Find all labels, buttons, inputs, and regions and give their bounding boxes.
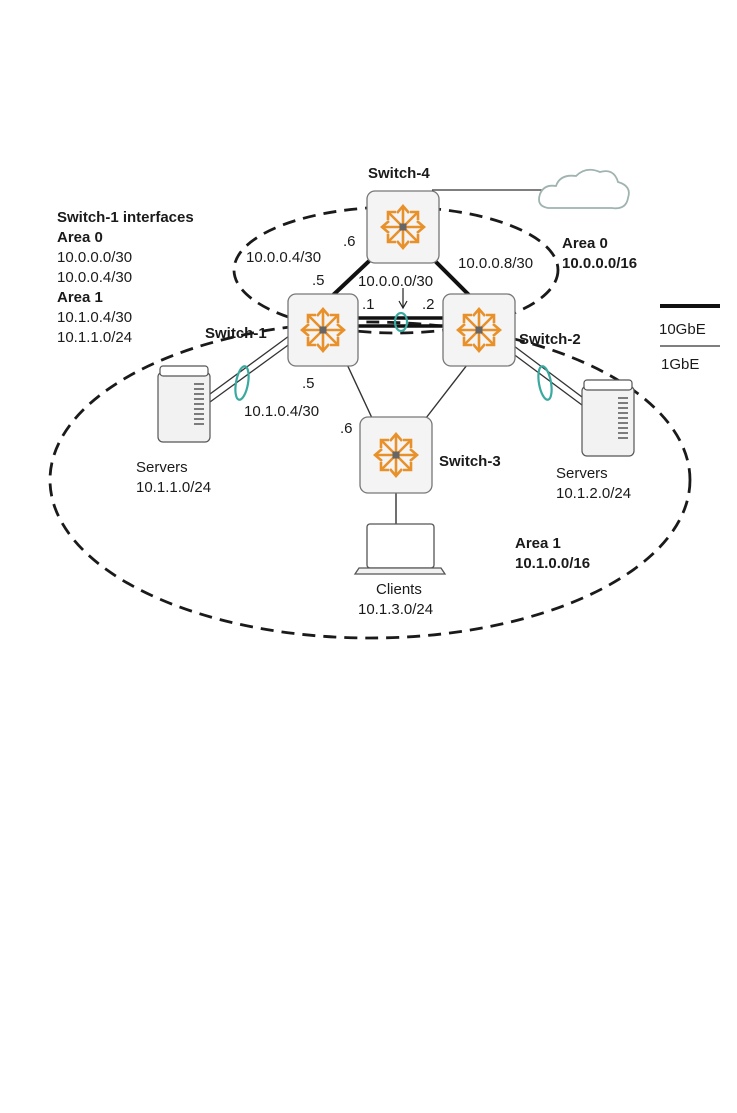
interfaces-area0-heading: Area 0: [57, 229, 103, 246]
clients-net: 10.1.3.0/24: [358, 601, 433, 618]
clients-label: Clients: [376, 581, 422, 598]
area1-name: Area 1: [515, 535, 561, 552]
servers-right-label: Servers: [556, 465, 608, 482]
link-s1-servers-a: [209, 335, 290, 395]
interfaces-area1-heading: Area 1: [57, 289, 103, 306]
area0-prefix: 10.0.0.0/16: [562, 255, 637, 272]
s2-s4-subnet: 10.0.0.8/30: [458, 255, 533, 272]
switch-2-label: Switch-2: [519, 331, 581, 348]
s1-s3-host-s1: .5: [302, 375, 315, 392]
switch-3[interactable]: [359, 416, 433, 494]
s1-s3-subnet: 10.1.0.4/30: [244, 403, 319, 420]
legend-10gbe-label: 10GbE: [659, 321, 706, 338]
s1-s4-subnet: 10.0.0.4/30: [246, 249, 321, 266]
s1-s2-host-s1: .1: [362, 296, 375, 313]
s1-s2-subnet: 10.0.0.0/30: [358, 273, 433, 290]
servers-left-net: 10.1.1.0/24: [136, 479, 211, 496]
area1-prefix: 10.1.0.0/16: [515, 555, 590, 572]
cloud-icon: [538, 168, 630, 210]
link-s1-servers-b: [209, 342, 292, 403]
s1-s3-host-s3: .6: [340, 420, 353, 437]
interfaces-area1-net-1: 10.1.0.4/30: [57, 309, 132, 326]
interfaces-area0-net-1: 10.0.0.0/30: [57, 249, 132, 266]
subnet-pointer-head: [398, 300, 408, 310]
legend-1gbe-label: 1GbE: [661, 356, 699, 373]
interfaces-area1-net-2: 10.1.1.0/24: [57, 329, 132, 346]
switch-3-label: Switch-3: [439, 453, 501, 470]
interfaces-area0-net-2: 10.0.0.4/30: [57, 269, 132, 286]
servers-left-icon[interactable]: [157, 365, 211, 443]
servers-right-net: 10.1.2.0/24: [556, 485, 631, 502]
lag-ring-s1-s2: [393, 311, 409, 333]
switch-4[interactable]: [366, 190, 440, 264]
link-s2-servers-b: [511, 352, 587, 409]
s1-s4-host-s1: .5: [312, 272, 325, 289]
servers-left-label: Servers: [136, 459, 188, 476]
s1-s2-host-s2: .2: [422, 296, 435, 313]
lag-ring-left-servers: [234, 365, 250, 401]
link-s2-servers-a: [513, 345, 587, 401]
switch-4-label: Switch-4: [368, 165, 430, 182]
lag-ring-right-servers: [537, 365, 553, 401]
s1-s4-host-s4: .6: [343, 233, 356, 250]
interfaces-title: Switch-1 interfaces: [57, 209, 194, 226]
servers-right-icon[interactable]: [581, 379, 635, 457]
laptop-icon[interactable]: [353, 523, 447, 575]
switch-2[interactable]: [442, 293, 516, 367]
switch-1-label: Switch-1: [205, 325, 267, 342]
switch-1[interactable]: [287, 293, 359, 367]
link-s1-s3: [344, 359, 373, 419]
area-1-boundary: [48, 320, 692, 640]
area0-name: Area 0: [562, 235, 608, 252]
